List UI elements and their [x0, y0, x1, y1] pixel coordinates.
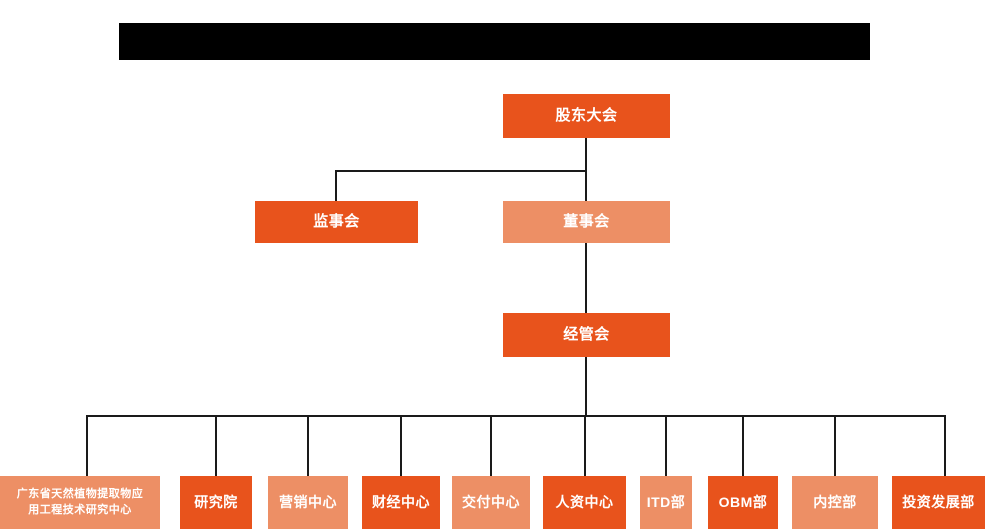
drop-line-itd-dept [665, 415, 667, 476]
connector-level1-horizontal [335, 170, 587, 172]
node-internal-control-dept[interactable]: 内控部 [792, 476, 878, 529]
node-investment-development-dept[interactable]: 投资发展部 [892, 476, 985, 529]
drop-line-marketing-center [307, 415, 309, 476]
connector-board-to-management [585, 243, 587, 313]
drop-line-obm-dept [742, 415, 744, 476]
connector-supervisory-down [335, 170, 337, 201]
connector-management-down [585, 357, 587, 417]
node-shareholders-meeting[interactable]: 股东大会 [503, 94, 670, 138]
node-label-line-2: 用工程技术研究中心 [28, 503, 132, 516]
drop-line-investment-development-dept [944, 415, 946, 476]
node-obm-dept[interactable]: OBM部 [708, 476, 778, 529]
connector-shareholders-down [585, 138, 587, 171]
node-label-line-1: 广东省天然植物提取物应 [16, 487, 144, 500]
drop-line-research-institute [215, 415, 217, 476]
connector-departments-bus [86, 415, 946, 417]
drop-line-finance-center [400, 415, 402, 476]
connector-board-down [585, 170, 587, 201]
redacted-title-bar [119, 23, 870, 60]
node-research-institute[interactable]: 研究院 [180, 476, 252, 529]
drop-line-delivery-center [490, 415, 492, 476]
drop-line-internal-control-dept [834, 415, 836, 476]
node-board-of-directors[interactable]: 董事会 [503, 201, 670, 243]
node-supervisory-board[interactable]: 监事会 [255, 201, 418, 243]
node-finance-center[interactable]: 财经中心 [362, 476, 440, 529]
node-gd-natural-plant-extract-research-center[interactable]: 广东省天然植物提取物应 用工程技术研究中心 [0, 476, 160, 529]
drop-line-hr-center [584, 415, 586, 476]
drop-line-gd-research-center [86, 415, 88, 476]
node-management-committee[interactable]: 经管会 [503, 313, 670, 357]
node-itd-dept[interactable]: ITD部 [640, 476, 692, 529]
node-marketing-center[interactable]: 营销中心 [268, 476, 348, 529]
node-delivery-center[interactable]: 交付中心 [452, 476, 530, 529]
node-hr-center[interactable]: 人资中心 [543, 476, 626, 529]
